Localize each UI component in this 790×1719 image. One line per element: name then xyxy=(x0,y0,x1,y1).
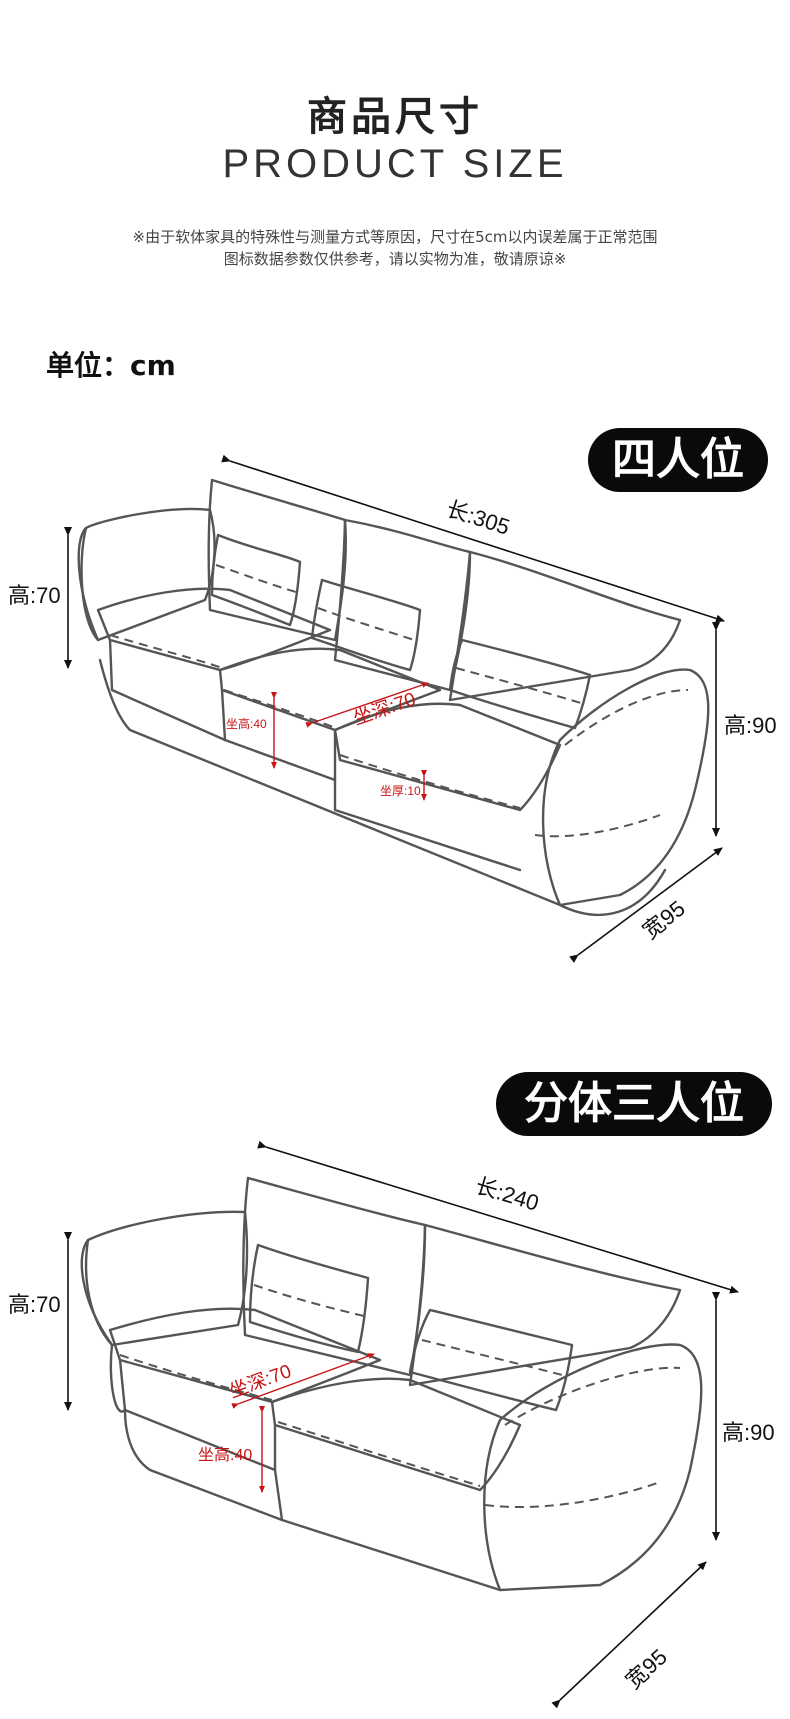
sofa2-pillow-2 xyxy=(408,1308,574,1412)
page-subtitle: PRODUCT SIZE xyxy=(222,142,568,186)
sofa1-width-label: 宽95 xyxy=(638,896,690,944)
sofa2-length-arrow xyxy=(257,1140,739,1294)
four-seater-drawing: 长:305 高:70 高:90 宽95 坐深:70 坐高:40 坐厚:10 xyxy=(8,454,777,963)
sofa2-seat-height-label: 坐高:40 xyxy=(198,1446,252,1464)
sofa2-pillow-1 xyxy=(248,1243,370,1354)
split-three-seater-drawing: 长:240 高:70 高:90 宽95 坐深:70 坐高:40 xyxy=(8,1140,775,1709)
sofa2-total-height-label: 高:90 xyxy=(722,1420,775,1445)
disclaimer-line-1: ※由于软体家具的特殊性与测量方式等原因，尺寸在5cm以内误差属于正常范围 xyxy=(132,228,658,246)
sofa1-back-cushion-3 xyxy=(448,550,682,702)
sofa2-right-arm xyxy=(483,1343,703,1592)
sofa1-seat-depth-label: 坐深:70 xyxy=(350,688,418,730)
sofa2-width-label: 宽95 xyxy=(621,1644,672,1694)
sofa1-seat-thickness-label: 坐厚:10 xyxy=(380,784,421,798)
page-title: 商品尺寸 xyxy=(307,94,483,140)
sofa1-pillow-3 xyxy=(448,638,592,730)
sofa1-total-height-label: 高:90 xyxy=(724,713,777,738)
sofa2-back-cushion-2 xyxy=(408,1223,682,1387)
sofa2-back-height-label: 高:70 xyxy=(8,1292,61,1317)
disclaimer-line-2: 图标数据参数仅供参考，请以实物为准，敬请原谅※ xyxy=(223,250,567,268)
badge-split-three-seater: 分体三人位 xyxy=(496,1072,772,1136)
sofa2-width-arrow xyxy=(551,1561,707,1709)
sofa1-back-cushion-1 xyxy=(207,478,347,642)
sofa1-seat-depth-arrow xyxy=(305,682,429,728)
sofa1-seat-height-label: 坐高:40 xyxy=(226,716,267,731)
unit-label: 单位：cm xyxy=(46,349,176,382)
sofa1-right-arm xyxy=(541,668,710,907)
sofa2-seat-depth-arrow xyxy=(231,1353,375,1409)
sofa2-length-label: 长:240 xyxy=(473,1173,542,1216)
sofa1-back-height-label: 高:70 xyxy=(8,583,61,608)
sofa1-width-arrow xyxy=(569,847,723,963)
sofa2-seat-2 xyxy=(270,1377,522,1492)
sofa1-length-arrow xyxy=(221,454,725,623)
sofa2-left-arm xyxy=(84,1210,249,1347)
